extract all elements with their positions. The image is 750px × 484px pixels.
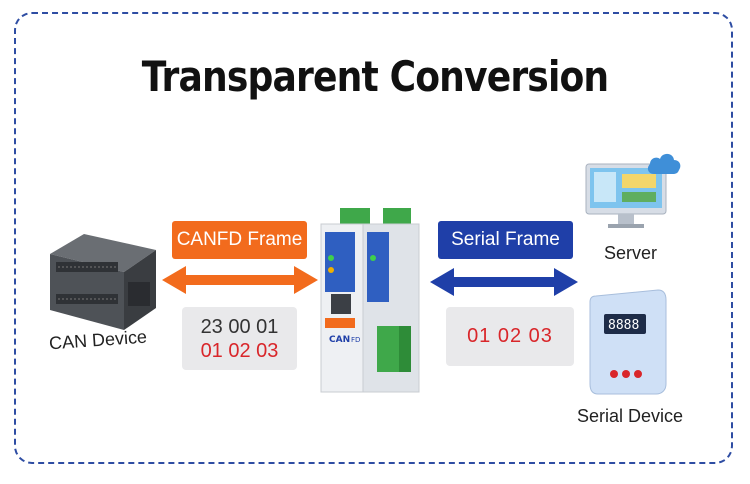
page-title: Transparent Conversion: [141, 52, 609, 101]
canfd-frame-tag: CANFD Frame: [172, 221, 307, 259]
server-label: Server: [604, 243, 658, 263]
canfd-data-line1: 23 00 01: [200, 316, 279, 338]
svg-text:8888: 8888: [608, 318, 639, 333]
canfd-data-box: 23 00 01 01 02 03: [182, 307, 297, 370]
server-icon: [585, 163, 667, 228]
serial-device-icon: 8888: [589, 289, 667, 395]
cloud-icon: [647, 153, 681, 174]
dashed-frame: [14, 12, 733, 464]
converter-model-text: FD: [351, 336, 360, 344]
blue-double-arrow: [430, 268, 578, 296]
orange-double-arrow: [162, 266, 318, 294]
converter-brand-text: CAN: [329, 335, 350, 345]
serial-frame-tag: Serial Frame: [438, 221, 573, 259]
canfd-data-line2: 01 02 03: [200, 340, 279, 362]
serial-device-label: Serial Device: [577, 406, 684, 426]
serial-data-line: 01 02 03: [467, 325, 553, 347]
converter-icon: CAN FD: [320, 208, 420, 393]
can-device-icon: [50, 234, 156, 330]
serial-data-box: 01 02 03: [446, 307, 574, 366]
